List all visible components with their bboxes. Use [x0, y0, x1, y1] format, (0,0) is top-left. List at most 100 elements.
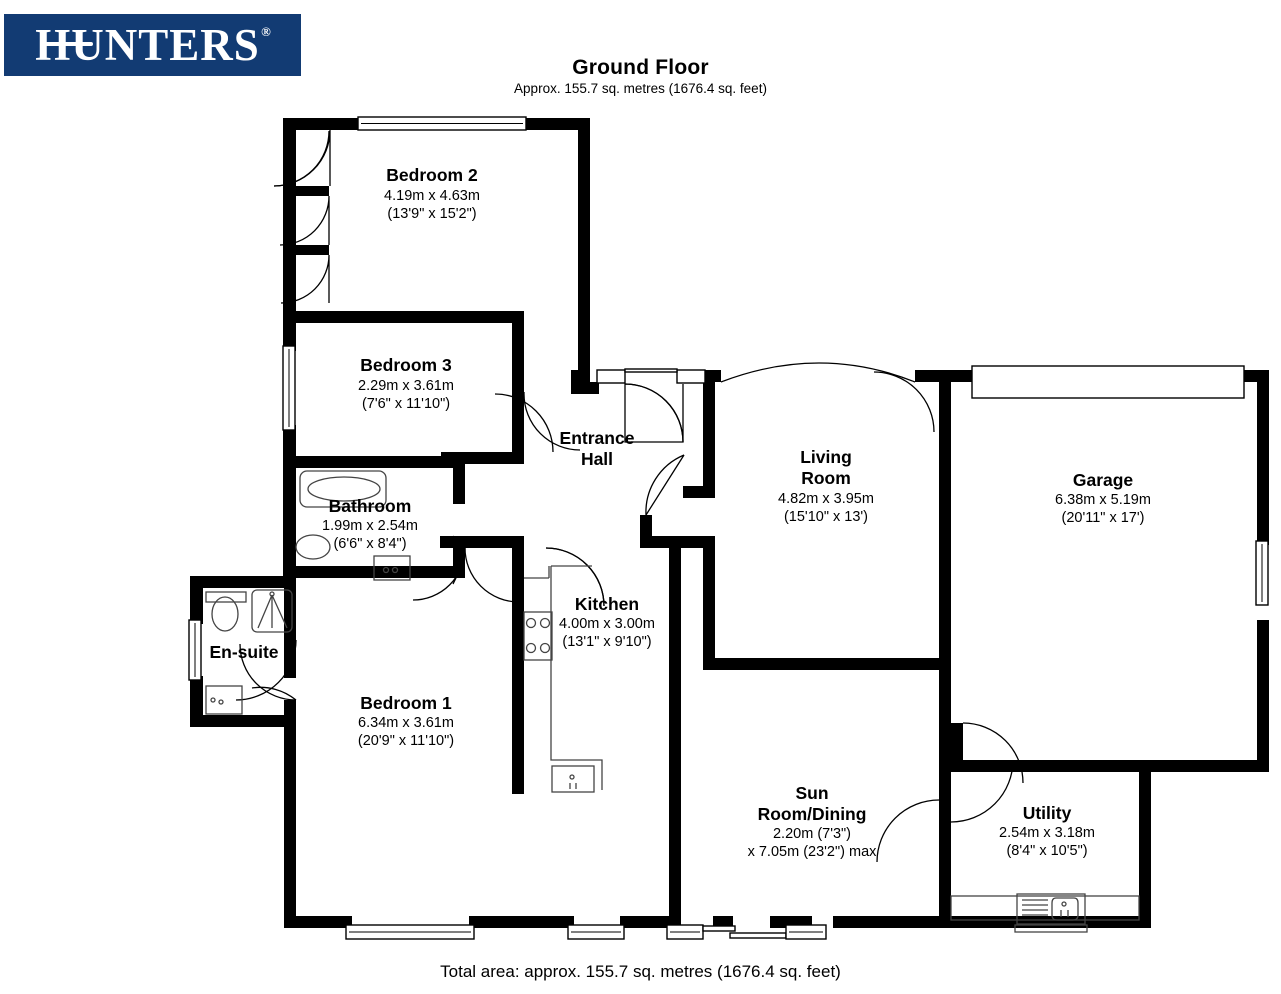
- wall-wardrobe-stub-2: [296, 245, 329, 255]
- door-sunroom-sliding-2[interactable]: [729, 932, 787, 939]
- door-bath-lower[interactable]: [452, 535, 460, 585]
- door-wardrobe-1b[interactable]: [273, 130, 330, 187]
- ensuite-cupboard-icon: [205, 685, 243, 715]
- door-wardrobe-3[interactable]: [280, 254, 330, 304]
- door-sunroom-sliding[interactable]: [702, 925, 736, 932]
- kitchen-tap-icon: [569, 774, 575, 780]
- door-utility[interactable]: [950, 759, 1014, 823]
- wall-garage-door-jamb: [951, 723, 963, 772]
- bathroom-appliance-dot-2: [391, 566, 399, 574]
- door-bedroom1[interactable]: [239, 643, 297, 701]
- hob-burner-3-icon: [525, 642, 537, 654]
- utility-counter-icon: [950, 895, 1140, 921]
- room-dim-metric-kitchen: 4.00m x 3.00m: [559, 616, 655, 632]
- room-dim-imperial-bedroom-2: (13'9" x 15'2"): [387, 206, 476, 222]
- wall-living-left: [703, 370, 715, 498]
- door-living-room-leaf[interactable]: [645, 454, 685, 516]
- hob-burner-1-icon: [525, 617, 537, 629]
- door-kitchen-leaf[interactable]: [545, 547, 605, 607]
- hob-icon: [523, 611, 553, 661]
- wall-sun-bottom-b: [620, 916, 673, 928]
- kitchen-tap-stem-icon: [569, 783, 577, 789]
- wall-b1-bottom-right: [469, 916, 524, 928]
- door-bedroom1-leaf[interactable]: [251, 686, 297, 701]
- window-hall-front-right: [676, 369, 706, 384]
- wall-living-top-right: [915, 370, 945, 382]
- room-dim-metric-bedroom-3: 2.29m x 3.61m: [358, 378, 454, 394]
- room-name-bedroom-3: Bedroom 3: [360, 355, 452, 375]
- window-garage-door: [971, 365, 1245, 399]
- wall-utility-left: [939, 670, 951, 760]
- door-front-swing-leaf[interactable]: [624, 383, 684, 443]
- logo-bar-icon: [41, 42, 94, 46]
- room-name-utility: Utility: [1023, 803, 1072, 823]
- wall-hall-kitchen-stub: [440, 536, 524, 548]
- wc-cistern-icon: [205, 591, 247, 603]
- room-label-en-suite: En-suite: [209, 642, 278, 662]
- room-dim-imperial-living-room: (15'10" x 13'): [784, 509, 868, 525]
- room-name-garage: Garage: [1073, 470, 1134, 490]
- utility-sink-icon: [1051, 897, 1079, 921]
- bath-fixture-icon: [299, 470, 387, 508]
- room-dim-metric-bedroom-1: 6.34m x 3.61m: [358, 715, 454, 731]
- wall-b2-top-left: [283, 118, 362, 130]
- door-swings-group: [235, 129, 1024, 863]
- wc-pan-icon: [211, 596, 239, 632]
- bath-inner-icon: [307, 476, 381, 502]
- wall-wardrobe-stub-1: [296, 186, 329, 196]
- wall-b1-left: [284, 715, 296, 928]
- wall-ensuite-left-lower: [190, 676, 203, 727]
- bathroom-appliance-icon: [373, 555, 411, 581]
- room-label-bedroom-3: Bedroom 3 2.29m x 3.61m (7'6" x 11'10"): [358, 355, 454, 412]
- wall-utility-left-lower: [939, 828, 951, 928]
- wall-bath-left: [283, 456, 296, 578]
- room-name-sun-room-line1: Sun: [795, 783, 828, 803]
- shower-tray-icon: [251, 589, 293, 633]
- utility-counter-front-icon: [1014, 924, 1088, 933]
- room-name-living-room-line1: Living: [800, 447, 852, 467]
- room-name-entrance-hall-line1: Entrance: [560, 428, 635, 448]
- fixtures-group: [205, 470, 1140, 933]
- door-bathroom[interactable]: [464, 547, 520, 603]
- bathroom-appliance-dot: [382, 566, 390, 574]
- room-dim-metric-bedroom-2: 4.19m x 4.63m: [384, 188, 480, 204]
- kitchen-counter-icon: [524, 566, 550, 579]
- wall-left-exterior-upper: [283, 311, 296, 351]
- wall-sun-bottom-a: [524, 916, 574, 928]
- utility-appliance-icon: [1016, 893, 1086, 925]
- room-labels-group: Bedroom 2 4.19m x 4.63m (13'9" x 15'2") …: [209, 165, 1150, 860]
- room-label-bedroom-2: Bedroom 2 4.19m x 4.63m (13'9" x 15'2"): [384, 165, 480, 222]
- wall-garage-right-upper: [1257, 370, 1269, 545]
- room-label-living-room: Living Room 4.82m x 3.95m (15'10" x 13'): [778, 447, 874, 525]
- wall-hall-bottom: [640, 536, 715, 548]
- total-area-footer: Total area: approx. 155.7 sq. metres (16…: [440, 962, 841, 981]
- room-name-en-suite: En-suite: [209, 642, 278, 662]
- wall-utility-right: [1139, 760, 1151, 928]
- door-wardrobe-2[interactable]: [279, 195, 330, 246]
- wall-garage-top-left: [951, 370, 976, 382]
- wash-basin-icon: [295, 534, 331, 560]
- door-front-entrance[interactable]: [624, 368, 678, 373]
- room-dim-metric-sun-room: 2.20m (7'3"): [773, 826, 851, 842]
- door-living-right[interactable]: [873, 371, 935, 433]
- door-living-room[interactable]: [645, 454, 685, 516]
- registered-mark: ®: [261, 23, 272, 39]
- wall-b2-right: [578, 118, 590, 382]
- wall-b2-top-right: [522, 118, 590, 130]
- shower-head-icon: [269, 591, 275, 597]
- room-label-utility: Utility 2.54m x 3.18m (8'4" x 10'5"): [999, 803, 1095, 859]
- door-bathroom-2[interactable]: [412, 547, 466, 601]
- door-hall-corridor[interactable]: [494, 393, 554, 453]
- wall-hall-top-stub: [571, 382, 599, 394]
- door-garage-internal[interactable]: [962, 722, 1024, 784]
- room-dim-imperial-garage: (20'11" x 17'): [1062, 510, 1145, 526]
- windows-group: [188, 116, 1269, 940]
- hunters-logo: HUNTERS ®: [4, 14, 301, 76]
- room-dim-imperial-sun-room: x 7.05m (23'2") max: [748, 844, 878, 860]
- door-bedroom3[interactable]: [523, 393, 581, 451]
- door-ensuite[interactable]: [235, 639, 297, 701]
- room-name-bathroom: Bathroom: [329, 496, 412, 516]
- door-sunroom-utility[interactable]: [876, 799, 940, 863]
- ensuite-cupboard-dot-2: [218, 699, 224, 705]
